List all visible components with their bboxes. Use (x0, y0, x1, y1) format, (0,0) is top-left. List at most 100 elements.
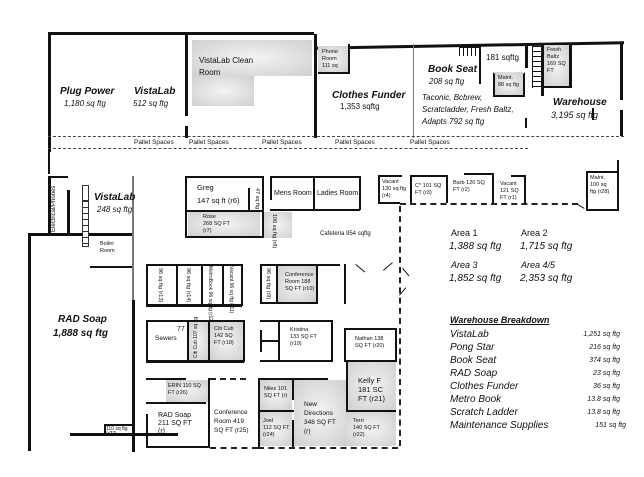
wall (70, 433, 178, 436)
maint-88-label: Maint. 88 sq ftg (498, 75, 520, 88)
area-1-name: Area 1 (451, 228, 478, 238)
wall (276, 264, 278, 304)
office-r14-label: 96 sq ftg (r14) (185, 268, 191, 303)
conference-419-label: Conference Room 419 SQ FT (r25) (214, 409, 249, 434)
wall (270, 209, 360, 211)
wall (260, 264, 262, 304)
door-swing (383, 262, 393, 271)
wall (270, 176, 360, 178)
wall (260, 360, 332, 362)
area-2-name: Area 2 (521, 228, 548, 238)
sewers-label: Sewers (155, 335, 177, 342)
pallet-label-3: Pallet Spaces (262, 139, 302, 146)
conference-419-wall (210, 447, 258, 449)
breakdown-row: Scratch Ladder 13.8 sq ftg (450, 407, 620, 418)
greg-label: Greg (197, 183, 214, 192)
breakdown-row: Clothes Funder 36 sq ftg (450, 381, 620, 392)
wall (348, 44, 350, 74)
vistalab-248-area: 248 sq ftg (97, 205, 133, 214)
vistalab-top-area: 512 sq ftg (133, 99, 169, 108)
phone-room (318, 46, 348, 74)
wall (270, 176, 272, 200)
niles-room (260, 380, 292, 410)
plug-power-area: 1,180 sq ftg (64, 99, 106, 108)
wall (492, 173, 494, 203)
wall (260, 264, 340, 266)
ladies-room-label: Ladies Room (317, 190, 359, 197)
breakdown-row: Metro Book 13.8 sq ftg (450, 394, 620, 405)
breakdown-row: Book Seat 374 sq ftg (450, 355, 620, 366)
wall (241, 264, 243, 306)
wall (185, 126, 188, 138)
erin-label: ERIN 110 SQ FT (r26) (168, 383, 201, 396)
vacant-130-label: Vacant 130 sq ftg (r4) (382, 179, 407, 199)
warehouse-breakdown-title: Warehouse Breakdown (450, 315, 550, 325)
pallet-line (48, 136, 624, 137)
pallet-label-1: Pallet Spaces (134, 139, 174, 146)
breakdown-row: Pong Star 216 sq ftg (450, 342, 620, 353)
wall (208, 320, 210, 362)
area-3-name: Area 3 (451, 260, 478, 270)
conference-419-wall (210, 378, 246, 380)
erin-room (166, 380, 208, 402)
wall (208, 378, 210, 448)
kelly-label: Kelly F 181 SC FT (r21) (358, 376, 385, 403)
joel-label: Joel 112 SQ FT (r24) (263, 418, 290, 438)
phone-room-label: Phone Room 111 sq (322, 49, 338, 69)
breakdown-row: RAD Soap 23 sq ftg (450, 368, 620, 379)
wall (410, 175, 412, 203)
wall (413, 44, 414, 138)
wall (464, 173, 494, 175)
wall (260, 302, 318, 304)
rose-room (188, 212, 260, 236)
wall (313, 176, 315, 210)
area-3-value: 1,852 sq ftg (449, 273, 502, 284)
wall (262, 176, 264, 212)
wall (525, 118, 527, 128)
small-110-label: 110 sq ftg (r27) (106, 426, 128, 437)
wall (187, 320, 189, 362)
clean-room-label-1: VistaLab Clean (199, 56, 254, 65)
joel-room (260, 412, 292, 446)
wall (185, 176, 263, 178)
wall (278, 320, 280, 362)
wall (331, 320, 333, 362)
boiler-room-label: Boiler Room (100, 241, 115, 254)
office-r13-label: 96 sq ftg (r13) (157, 268, 163, 303)
rad-soap-211-label: RAD Soap 211 SQ FT (r) (158, 412, 192, 435)
citi-cub-142-label: Citi Cub 142 SQ FT (r18) (214, 326, 234, 346)
wall (28, 233, 31, 451)
wall (292, 420, 294, 448)
book-seat-label: Book Seat (428, 64, 477, 75)
wall (344, 328, 346, 362)
fresh-baltz-room (544, 45, 572, 88)
wall (48, 176, 68, 178)
area-45-value: 2,353 sq ftg (520, 273, 573, 284)
wall (258, 378, 328, 380)
pallet-label-2: Pallet Spaces (189, 139, 229, 146)
new-directions-label: New Directions 348 SQ FT (r) (304, 401, 336, 435)
wall (48, 176, 51, 234)
wall (378, 202, 400, 204)
rad-soap-label: RAD Soap (58, 314, 107, 325)
stairs-icon (532, 46, 542, 88)
warehouse-breakdown: Warehouse Breakdown VistaLab 1,251 sq ft… (450, 315, 626, 440)
conference-188-room (278, 266, 316, 302)
wall (185, 176, 187, 238)
wall (28, 233, 132, 236)
wall (185, 32, 188, 116)
vistalab-248-label: VistaLab (94, 192, 136, 203)
wall (243, 320, 245, 362)
wall (258, 378, 260, 448)
wall (316, 264, 318, 304)
room-106 (264, 212, 292, 238)
bottom-wall (258, 447, 398, 449)
small-47-label: 47 sq ftg (254, 188, 260, 210)
wall (524, 175, 526, 203)
wall (132, 176, 134, 406)
area-1-value: 1,388 sq ftg (449, 241, 502, 252)
clothes-funder-label: Clothes Funder (332, 90, 406, 101)
office-r11-label: Vacant 96 sq ftg (r11) (228, 266, 234, 314)
wall (479, 44, 481, 84)
warehouse-area: 3,195 sq ftg (551, 110, 599, 120)
